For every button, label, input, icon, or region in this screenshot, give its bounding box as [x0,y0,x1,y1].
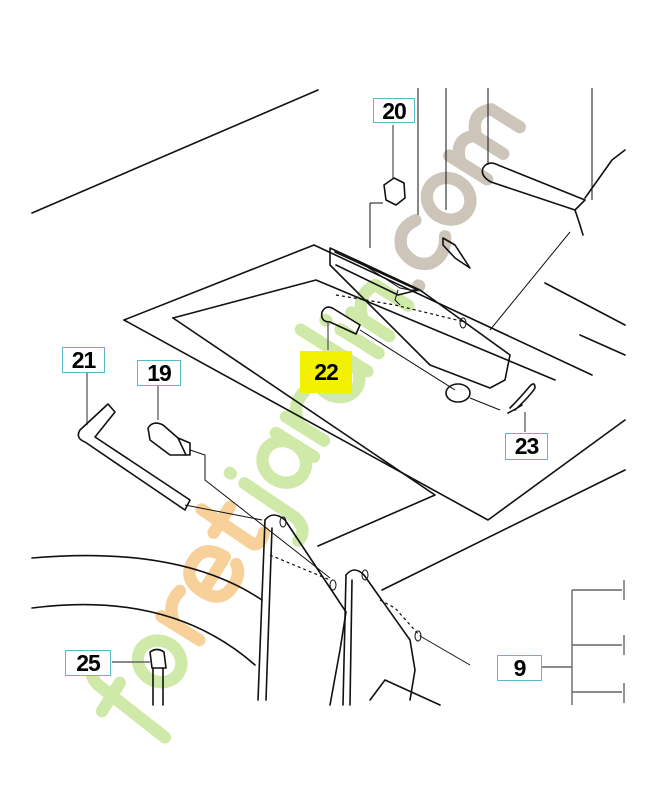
callout-22-highlighted[interactable]: 22 [300,351,352,393]
watermark-logo [85,103,527,744]
callout-25[interactable]: 25 [65,650,111,676]
callout-9[interactable]: 9 [497,655,542,681]
callout-20[interactable]: 20 [373,98,415,123]
callout-19[interactable]: 19 [137,360,181,386]
callout-23[interactable]: 23 [505,433,548,460]
callout-21[interactable]: 21 [62,347,105,373]
